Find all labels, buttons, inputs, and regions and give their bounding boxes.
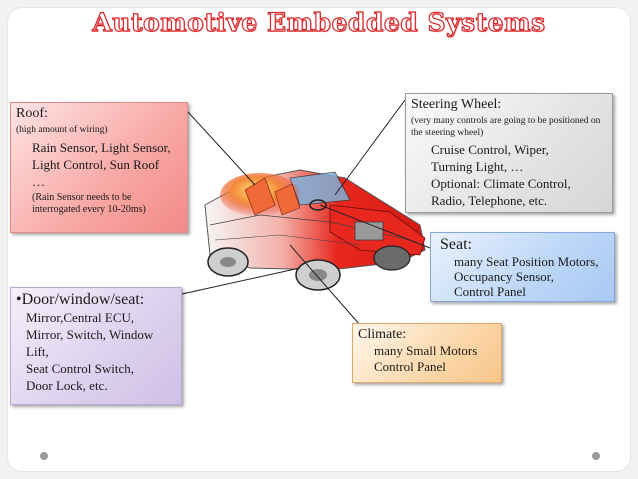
roof-item: Light Control, Sun Roof xyxy=(32,157,160,172)
seat-connector xyxy=(319,204,431,249)
seat-item: many Seat Position Motors, xyxy=(454,254,599,269)
roof-item: … xyxy=(32,174,45,189)
door-item: Mirror, Switch, Window Lift, xyxy=(26,327,154,359)
door-item: Seat Control Switch, xyxy=(26,361,134,376)
steering-wheel-callout: Steering Wheel: (very many controls are … xyxy=(405,93,613,213)
climate-callout: Climate: many Small Motors Control Panel xyxy=(352,323,502,383)
slide-title: Automotive Embedded Systems xyxy=(92,7,546,37)
nav-dot-icon[interactable] xyxy=(40,452,48,460)
seat-heading: Seat: xyxy=(440,236,472,253)
seat-callout: Seat: many Seat Position Motors, Occupan… xyxy=(430,232,615,302)
seat-item: Control Panel xyxy=(454,284,526,299)
door-heading: •Door/window/seat: xyxy=(16,291,145,308)
climate-item: many Small Motors xyxy=(374,343,478,358)
steering-heading: Steering Wheel: xyxy=(411,97,502,112)
climate-item: Control Panel xyxy=(374,359,446,374)
roof-subtitle: (high amount of wiring) xyxy=(16,125,108,135)
seat-item: Occupancy Sensor, xyxy=(454,269,554,284)
steering-item: Cruise Control, Wiper, xyxy=(431,142,549,157)
roof-heading: Roof: xyxy=(16,106,48,121)
door-connector xyxy=(181,267,301,295)
steering-item: Optional: Climate Control, xyxy=(431,176,571,191)
roof-note: (Rain Sensor needs to be interrogated ev… xyxy=(32,192,146,215)
nav-dot-icon[interactable] xyxy=(592,452,600,460)
climate-connector xyxy=(289,244,361,326)
steering-item: Radio, Telephone, etc. xyxy=(431,193,548,208)
steering-connector xyxy=(334,99,406,196)
door-window-seat-callout: •Door/window/seat: Mirror,Central ECU, M… xyxy=(10,287,182,405)
roof-connector xyxy=(187,111,256,186)
door-item: Door Lock, etc. xyxy=(26,378,108,393)
door-item: Mirror,Central ECU, xyxy=(26,310,135,325)
car-illustration xyxy=(204,169,426,291)
roof-item: Rain Sensor, Light Sensor, xyxy=(32,140,171,155)
climate-heading: Climate: xyxy=(358,327,407,342)
steering-item: Turning Light, … xyxy=(431,159,524,174)
steering-subtitle: (very many controls are going to be posi… xyxy=(411,116,601,138)
roof-callout: Roof: (high amount of wiring) Rain Senso… xyxy=(10,102,188,233)
